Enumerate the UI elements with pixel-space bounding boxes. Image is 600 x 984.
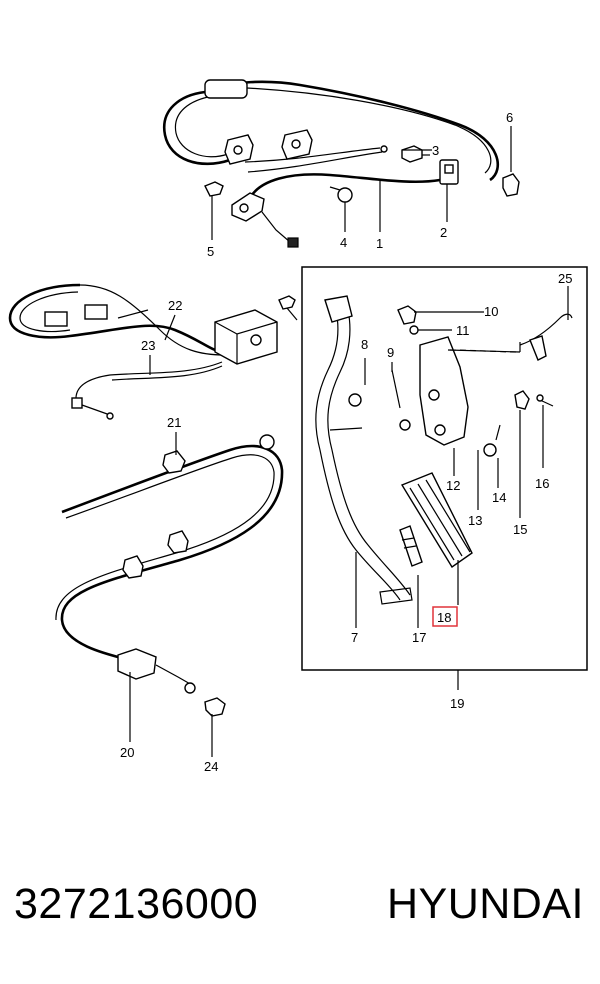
callout-2: 2 <box>440 225 447 240</box>
callout-20: 20 <box>120 745 134 760</box>
callout-11: 11 <box>456 323 470 338</box>
callout-4: 4 <box>340 235 347 250</box>
cable-assembly-top <box>162 79 499 248</box>
callout-21: 21 <box>167 415 181 430</box>
cable-assembly-left <box>8 283 298 420</box>
part-6-clip <box>502 173 520 197</box>
callout-19: 19 <box>450 696 464 711</box>
cable-assembly-lower <box>55 434 284 717</box>
part-3-clip <box>401 145 430 163</box>
highlight-box-part-18 <box>432 606 458 627</box>
callout-1: 1 <box>376 236 383 251</box>
callout-24: 24 <box>204 759 218 774</box>
callout-5: 5 <box>207 244 214 259</box>
callout-23: 23 <box>141 338 155 353</box>
part-number-label: 3272136000 <box>14 880 259 928</box>
callout-17: 17 <box>412 630 426 645</box>
leader-lines-left <box>149 314 176 375</box>
callout-10: 10 <box>484 304 498 319</box>
pedal-assembly-box <box>301 266 588 671</box>
callout-8: 8 <box>361 337 368 352</box>
callout-12: 12 <box>446 478 460 493</box>
callout-14: 14 <box>492 490 506 505</box>
leader-lines-lower <box>129 432 213 757</box>
leader-lines-top <box>211 126 512 240</box>
callout-3: 3 <box>432 143 439 158</box>
leader-lines-box <box>355 286 569 690</box>
callout-9: 9 <box>387 345 394 360</box>
brand-label: HYUNDAI <box>386 880 584 928</box>
callout-22: 22 <box>168 298 182 313</box>
callout-13: 13 <box>468 513 482 528</box>
callout-25: 25 <box>558 271 572 286</box>
pedal-assembly <box>315 295 573 605</box>
callout-16: 16 <box>535 476 549 491</box>
part-4-bolt <box>329 186 353 203</box>
callout-7: 7 <box>351 630 358 645</box>
part-5-fastener <box>204 181 224 207</box>
callout-15: 15 <box>513 522 527 537</box>
callout-18: 18 <box>437 610 451 625</box>
callout-6: 6 <box>506 110 513 125</box>
